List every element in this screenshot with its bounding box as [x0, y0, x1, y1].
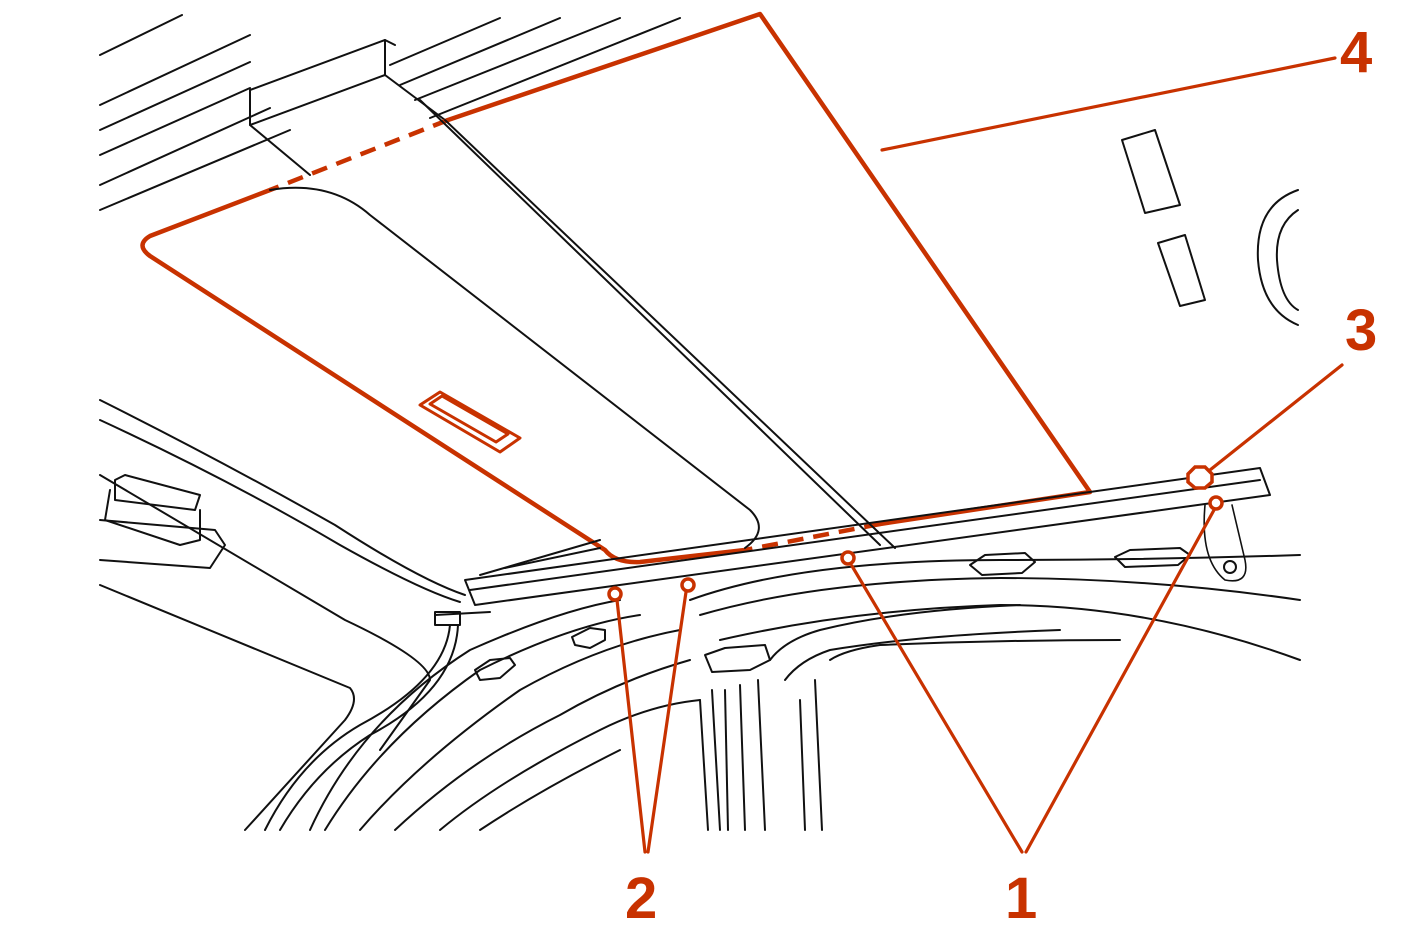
- callout-1: 1: [1005, 866, 1037, 931]
- fastener-1b: [1208, 495, 1224, 511]
- body-structure: [99, 399, 1301, 831]
- fasteners: [607, 465, 1224, 602]
- callout-3: 3: [1345, 298, 1377, 363]
- leader-2b: [646, 590, 688, 854]
- roof-bow: [249, 39, 446, 176]
- fastener-2a: [607, 586, 623, 602]
- fastener-2b: [680, 577, 696, 593]
- callout-4: 4: [1340, 20, 1372, 85]
- leader-1b: [1024, 508, 1216, 854]
- roof-ribs: [99, 14, 681, 211]
- leader-lines: [615, 56, 1344, 854]
- roof-openings: [1121, 129, 1299, 326]
- roof-side-rail: [464, 467, 1271, 606]
- panel-4-outline: [140, 11, 1093, 565]
- leader-2a: [615, 598, 647, 854]
- leader-4: [880, 56, 1337, 152]
- fastener-3: [1186, 465, 1214, 490]
- leader-1a: [850, 564, 1024, 854]
- fastener-1a: [840, 550, 856, 566]
- callout-2: 2: [625, 866, 657, 931]
- leader-3: [1208, 363, 1344, 472]
